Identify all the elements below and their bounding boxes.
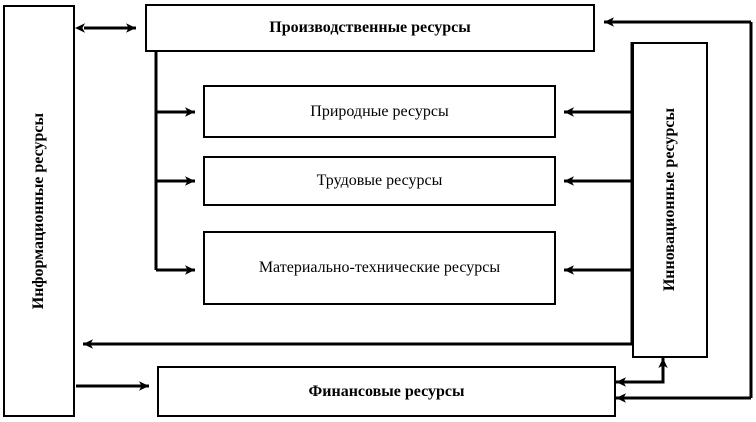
node-natural-resources[interactable]: Природные ресурсы	[203, 85, 556, 138]
node-natural-resources-label: Природные ресурсы	[310, 102, 449, 120]
node-innovation-resources-label: Инновационные ресурсы	[661, 108, 678, 292]
node-production-resources[interactable]: Производственные ресурсы	[145, 4, 595, 52]
edge-financial-innovation	[616, 358, 668, 384]
node-financial-resources[interactable]: Финансовые ресурсы	[157, 366, 616, 417]
node-financial-resources-label: Финансовые ресурсы	[308, 382, 465, 400]
node-labor-resources-label: Трудовые ресурсы	[316, 172, 443, 189]
node-information-resources-label: Информационные ресурсы	[30, 112, 47, 310]
node-material-technical-resources[interactable]: Материально-технические ресурсы	[203, 231, 556, 305]
node-labor-resources[interactable]: Трудовые ресурсы	[203, 156, 556, 206]
node-innovation-resources[interactable]: Инновационные ресурсы	[632, 42, 708, 358]
node-production-resources-label: Производственные ресурсы	[269, 19, 471, 36]
node-information-resources[interactable]: Информационные ресурсы	[3, 5, 75, 417]
node-material-technical-resources-label: Материально-технические ресурсы	[258, 259, 501, 276]
